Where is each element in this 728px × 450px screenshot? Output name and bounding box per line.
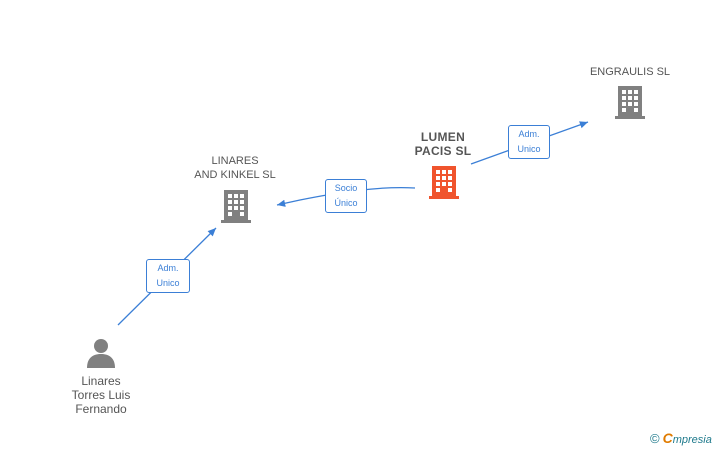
building-icon[interactable] — [221, 190, 251, 223]
edge-label-line: Unico — [517, 144, 541, 154]
company-label-engraulis[interactable]: ENGRAULIS SL — [580, 65, 680, 79]
building-icon[interactable] — [615, 86, 645, 119]
edge-label-lumen-linares[interactable]: Socio Único — [325, 179, 367, 213]
edge-label-line: Adm. — [518, 129, 540, 139]
label-line: Linares — [81, 374, 121, 388]
person-icon[interactable] — [87, 339, 115, 368]
brand-initial: C — [662, 430, 673, 446]
label-line: AND KINKEL SL — [194, 169, 276, 181]
edge-label-line: Único — [334, 198, 358, 208]
label-line: Fernando — [75, 402, 127, 416]
label-line: Torres Luis — [71, 388, 131, 402]
label-line: PACIS SL — [414, 144, 472, 158]
label-line: LINARES — [211, 155, 259, 167]
focus-building-icon[interactable] — [429, 166, 459, 199]
company-label-lumen[interactable]: LUMEN PACIS SL — [404, 130, 482, 158]
edge-label-line: Socio — [334, 183, 358, 193]
brand-name: mpresia — [672, 434, 712, 446]
edge-label-person-linares[interactable]: Adm. Unico — [146, 259, 190, 293]
copyright-icon: © — [650, 431, 660, 446]
edge-label-line: Unico — [156, 278, 180, 288]
brand-watermark: ©Cmpresia — [650, 430, 712, 446]
label-line: ENGRAULIS SL — [589, 66, 671, 78]
company-label-linares[interactable]: LINARES AND KINKEL SL — [184, 154, 286, 182]
person-label[interactable]: Linares Torres Luis Fernando — [56, 374, 146, 416]
label-line: LUMEN — [420, 130, 466, 144]
edge-label-lumen-engraulis[interactable]: Adm. Unico — [508, 125, 550, 159]
edge-label-line: Adm. — [157, 263, 179, 273]
